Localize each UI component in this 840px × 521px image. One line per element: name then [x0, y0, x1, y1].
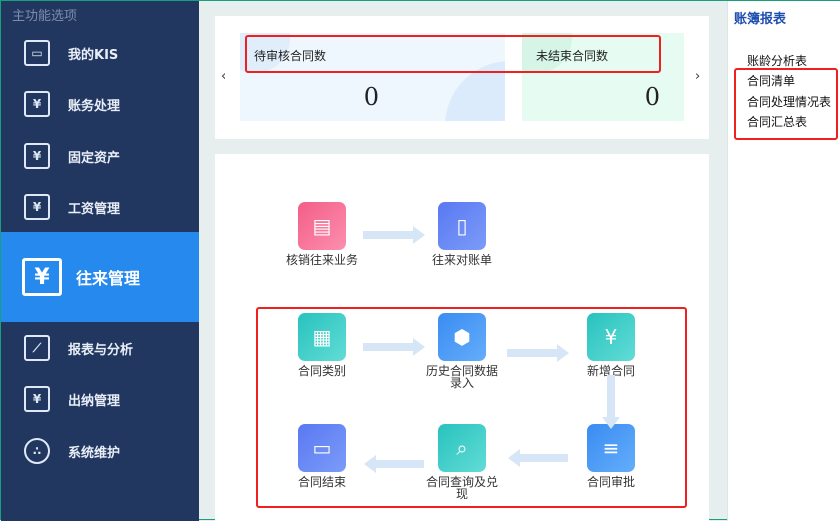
notebook-icon: ▯	[438, 202, 486, 250]
flow-node-statement[interactable]: ▯ 往来对账单	[412, 202, 512, 266]
sidebar-item-label: 工资管理	[68, 201, 121, 217]
flow-arrow	[363, 338, 425, 356]
flow-node-close[interactable]: ▭ 合同结束	[272, 424, 372, 488]
flow-node-approval[interactable]: ≡ 合同审批	[561, 424, 661, 488]
flow-node-label: 历史合同数据录入	[425, 364, 498, 390]
flow-node-label: 合同结束	[297, 475, 346, 489]
flow-arrow	[364, 455, 424, 473]
sidebar-title: 主功能选项	[12, 9, 78, 24]
certificate-icon: ▤	[298, 202, 346, 250]
chevron-left-icon[interactable]: ‹	[221, 69, 227, 84]
yen-box-icon: ¥	[22, 258, 62, 296]
sidebar-item-fixed-assets[interactable]: ¥ 固定资产	[1, 131, 199, 181]
sidebar-item-system[interactable]: ∴ 系统维护	[1, 426, 199, 476]
sidebar-item-label: 报表与分析	[68, 342, 134, 358]
flow-node-label: 合同查询及兑现	[425, 475, 498, 501]
yen-book-icon: ¥	[24, 194, 50, 220]
sidebar: 主功能选项 ▭ 我的KIS ¥ 账务处理 ¥ 固定资产 ¥ 工资管理 ¥ 往来管理 ⟋ 报表…	[1, 1, 199, 521]
sidebar-item-label: 我的KIS	[68, 47, 119, 63]
stat-value: 0	[363, 83, 379, 111]
flow-arrow	[508, 449, 568, 467]
flow-node-contract-type[interactable]: ▦ 合同类别	[272, 313, 372, 377]
flow-arrow	[363, 226, 425, 244]
stat-label: 待审核合同数	[254, 49, 327, 63]
stat-value: 0	[644, 83, 660, 111]
sidebar-item-cashier[interactable]: ¥ 出纳管理	[1, 374, 199, 424]
flow-node-new-contract[interactable]: ¥ 新增合同	[561, 313, 661, 377]
sidebar-item-label: 往来管理	[76, 269, 141, 288]
flow-node-label: 合同审批	[586, 475, 635, 489]
sidebar-item-label: 固定资产	[68, 150, 121, 166]
flow-node-label: 往来对账单	[431, 253, 492, 267]
yen-house-icon: ¥	[24, 143, 50, 169]
yen-receipt-icon: ¥	[24, 386, 50, 412]
report-link[interactable]: 合同清单	[747, 74, 796, 88]
right-panel: 账簿报表 账龄分析表 合同清单 合同处理情况表 合同汇总表	[727, 1, 840, 521]
chevron-right-icon[interactable]: ›	[695, 69, 701, 84]
network-icon: ∴	[24, 438, 50, 464]
report-link[interactable]: 账龄分析表	[747, 54, 808, 68]
table-icon: ▦	[298, 313, 346, 361]
stat-pending-contracts[interactable]: 待审核合同数 0	[240, 33, 505, 121]
flow-arrow	[602, 375, 620, 429]
sidebar-item-my-kis[interactable]: ▭ 我的KIS	[1, 28, 199, 78]
flow-node-label: 合同类别	[297, 364, 346, 378]
flow-node-query[interactable]: ⌕ 合同查询及兑现	[412, 424, 512, 500]
sidebar-item-label: 系统维护	[68, 445, 121, 461]
sidebar-item-label: 账务处理	[68, 98, 121, 114]
printer-icon: ▭	[298, 424, 346, 472]
report-link[interactable]: 合同处理情况表	[747, 95, 832, 109]
document-search-icon: ⌕	[438, 424, 486, 472]
sidebar-item-reports[interactable]: ⟋ 报表与分析	[1, 323, 199, 373]
sidebar-item-receivables[interactable]: ¥ 往来管理	[1, 232, 199, 322]
stat-open-contracts[interactable]: 未结束合同数 0	[522, 33, 684, 121]
flow-node-history-import[interactable]: ⬢ 历史合同数据录入	[412, 313, 512, 389]
sidebar-item-label: 出纳管理	[68, 393, 121, 409]
yen-calendar-icon: ¥	[587, 313, 635, 361]
report-link[interactable]: 合同汇总表	[747, 115, 808, 129]
sidebar-item-payroll[interactable]: ¥ 工资管理	[1, 182, 199, 232]
sidebar-item-accounting[interactable]: ¥ 账务处理	[1, 79, 199, 129]
panel-title: 账簿报表	[734, 12, 787, 27]
flow-node-label: 新增合同	[586, 364, 635, 378]
flow-node-label: 核销往来业务	[285, 253, 358, 267]
monitor-icon: ▭	[24, 40, 50, 66]
flow-node-write-off[interactable]: ▤ 核销往来业务	[272, 202, 372, 266]
stat-label: 未结束合同数	[536, 49, 609, 63]
flow-arrow	[507, 344, 569, 362]
presentation-chart-icon: ⟋	[24, 335, 50, 361]
yen-hexagon-icon: ¥	[24, 91, 50, 117]
document-icon: ≡	[587, 424, 635, 472]
box-icon: ⬢	[438, 313, 486, 361]
